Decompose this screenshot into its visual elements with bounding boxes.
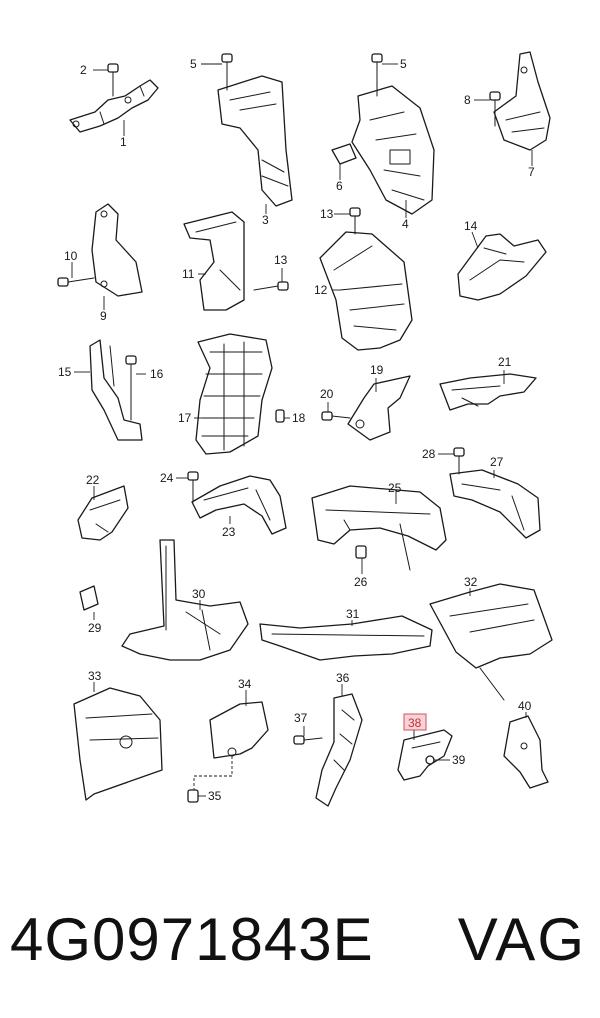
callout-33: 33 <box>88 669 102 683</box>
part-number: 4G0971843E <box>10 906 374 973</box>
callout-38-highlight <box>403 713 427 731</box>
callout-26: 26 <box>354 575 368 589</box>
part-33-panel <box>73 687 163 801</box>
callout-27: 27 <box>490 455 504 469</box>
part-5-screw-a <box>221 53 233 91</box>
part-34-bracket <box>209 701 269 759</box>
callout-24: 24 <box>160 471 174 485</box>
part-12-bracket <box>319 231 413 351</box>
part-10-screw <box>57 277 95 287</box>
parts-exploded-diagram: 1 2 5 3 5 4 6 8 7 10 9 11 13 13 12 14 15… <box>57 51 553 807</box>
brand-name: VAG <box>457 906 586 973</box>
part-23-bracket <box>191 475 287 535</box>
callout-8: 8 <box>464 93 471 107</box>
part-16-screw <box>125 355 137 421</box>
part-13-screw-a <box>253 281 289 291</box>
callout-19: 19 <box>370 363 384 377</box>
callout-22: 22 <box>86 473 100 487</box>
callout-36: 36 <box>336 671 350 685</box>
part-8-screw <box>489 91 501 127</box>
callout-6: 6 <box>336 179 343 193</box>
part-18-screw <box>275 409 285 423</box>
callout-20: 20 <box>320 387 334 401</box>
callout-37: 37 <box>294 711 308 725</box>
callout-1: 1 <box>120 135 127 149</box>
part-11-bracket <box>183 211 245 311</box>
part-13-screw-b <box>349 207 361 235</box>
callout-10: 10 <box>64 249 78 263</box>
callout-11: 11 <box>182 267 195 281</box>
part-15-wire-clip <box>89 339 143 441</box>
part-25-bracket <box>311 485 447 571</box>
callout-13a: 13 <box>274 253 288 267</box>
callout-17: 17 <box>178 411 192 425</box>
callout-2: 2 <box>80 63 87 77</box>
callout-4: 4 <box>402 217 409 231</box>
part-1-bracket <box>69 79 159 133</box>
part-27-bracket <box>449 469 541 539</box>
part-32-bracket <box>429 583 553 701</box>
callout-5a: 5 <box>190 57 197 71</box>
callout-38: 38 <box>408 716 422 730</box>
callout-3: 3 <box>262 213 269 227</box>
callout-7: 7 <box>528 165 535 179</box>
callout-35: 35 <box>208 789 222 803</box>
callout-15: 15 <box>58 365 72 379</box>
callout-32: 32 <box>464 575 478 589</box>
callout-25: 25 <box>388 481 402 495</box>
callout-34: 34 <box>238 677 252 691</box>
part-26-screw <box>355 545 367 559</box>
part-9-bracket <box>91 203 143 297</box>
callout-13b: 13 <box>320 207 334 221</box>
callout-9: 9 <box>100 309 107 323</box>
callout-30: 30 <box>192 587 206 601</box>
callout-21: 21 <box>498 355 512 369</box>
part-2-screw <box>107 63 119 97</box>
part-3-bracket <box>217 75 293 207</box>
part-30-cable-holder <box>121 539 249 661</box>
footer: 4G0971843E VAG <box>0 890 600 990</box>
part-5-screw-b <box>371 53 383 97</box>
part-39-nut <box>425 755 435 765</box>
leader-lines <box>71 63 533 797</box>
callout-40: 40 <box>518 699 532 713</box>
callout-29: 29 <box>88 621 102 635</box>
part-38-clip <box>397 729 453 781</box>
callout-labels: 1 2 5 3 5 4 6 8 7 10 9 11 13 13 12 14 15… <box>58 57 535 803</box>
part-24-screw <box>187 471 199 503</box>
part-40-plate <box>503 715 549 789</box>
part-29-clip <box>79 585 99 611</box>
part-6-clip <box>331 143 357 165</box>
callout-14: 14 <box>464 219 478 233</box>
part-37-screw <box>293 735 323 745</box>
part-35-screw <box>187 789 199 803</box>
part-14-bracket <box>457 233 547 301</box>
callout-31: 31 <box>346 607 360 621</box>
callout-5b: 5 <box>400 57 407 71</box>
callout-28: 28 <box>422 447 436 461</box>
callout-12: 12 <box>314 283 328 297</box>
part-21-bracket <box>439 373 537 411</box>
callout-16: 16 <box>150 367 164 381</box>
part-36-holder <box>315 693 363 807</box>
callout-23: 23 <box>222 525 236 539</box>
part-31-rail <box>259 615 433 661</box>
part-28-screw <box>453 447 465 475</box>
part-22-bracket <box>77 485 129 541</box>
part-4-bracket <box>351 85 435 215</box>
part-19-bracket <box>347 375 411 441</box>
part-20-screw <box>321 411 351 421</box>
callout-18: 18 <box>292 411 306 425</box>
part-17-holder <box>195 333 273 455</box>
callout-39: 39 <box>452 753 466 767</box>
part-7-bracket <box>493 51 551 151</box>
